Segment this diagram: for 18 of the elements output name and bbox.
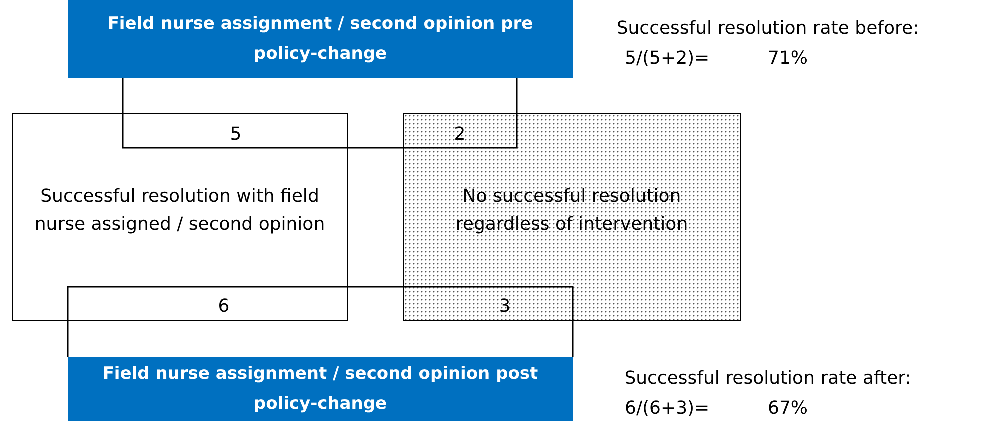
outcome-box — [12, 113, 348, 321]
heading-band — [68, 357, 573, 421]
box-text: No successful resolution regardless of intervention — [454, 185, 690, 237]
band-heading: Field nurse assignment / second opinion pre policy-change — [106, 13, 534, 66]
rate-formula: 6/(6+3)= — [625, 398, 710, 419]
shaded-outcome-box — [403, 113, 741, 321]
count-label: 5 — [230, 124, 242, 145]
rate-formula: 5/(5+2)= — [625, 48, 710, 69]
count-label: 6 — [218, 296, 230, 317]
box-text: Successful resolution with field nurse assigned / second opinion — [34, 185, 326, 237]
rate-caption: Successful resolution rate before: — [616, 18, 920, 39]
count-label: 3 — [499, 296, 511, 317]
heading-band — [68, 0, 573, 78]
count-label: 2 — [454, 124, 466, 145]
rate-value: 71% — [768, 48, 808, 69]
rate-value: 67% — [768, 398, 808, 419]
rate-caption: Successful resolution rate after: — [624, 368, 912, 389]
band-heading: Field nurse assignment / second opinion post policy-change — [102, 363, 540, 416]
